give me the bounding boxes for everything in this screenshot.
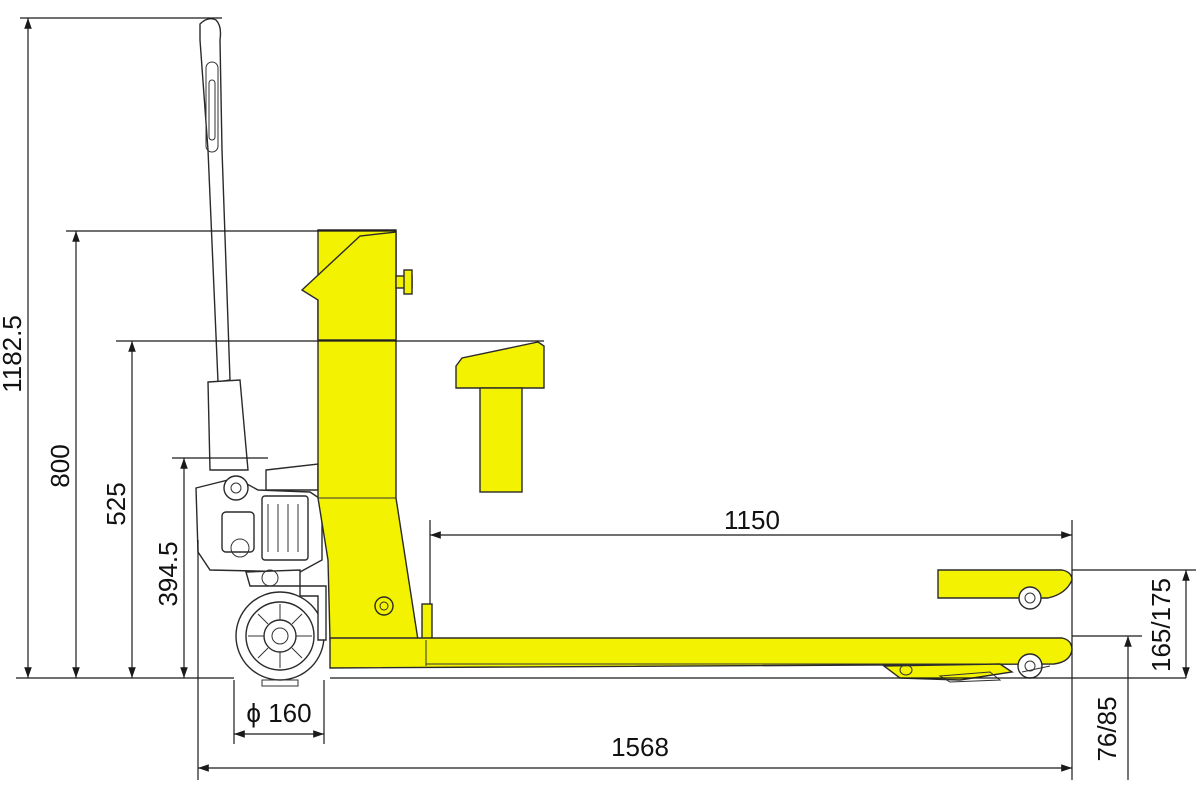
steer-wheel: [235, 591, 325, 687]
scale-display-head: [300, 231, 397, 341]
fork-bracket: [421, 603, 433, 641]
pallet-truck: [195, 17, 1073, 687]
load-roller-low: [1017, 653, 1043, 679]
dim-wheel-diameter: ϕ 160: [246, 698, 311, 728]
load-roller-high: [1018, 586, 1042, 610]
dimension-lines: [16, 17, 1196, 780]
dim-overall-height: 1182.5: [0, 315, 27, 393]
tiller-handle: [199, 17, 249, 471]
fork-raised-tip: [937, 569, 1073, 599]
axle-bolt: [374, 596, 394, 616]
dim-pump-height: 394.5: [153, 541, 183, 606]
dim-handle-height: 525: [101, 482, 131, 525]
dim-fork-lift-height: 165/175: [1146, 578, 1176, 672]
dim-scale-top-height: 800: [45, 444, 75, 487]
dim-fork-length: 1150: [724, 505, 780, 535]
dim-fork-low-height: 76/85: [1092, 696, 1122, 761]
pump-assembly: [195, 463, 323, 587]
fork-linkage: [881, 663, 1014, 681]
weighing-pad: [455, 341, 545, 493]
dim-overall-length: 1568: [611, 732, 669, 762]
